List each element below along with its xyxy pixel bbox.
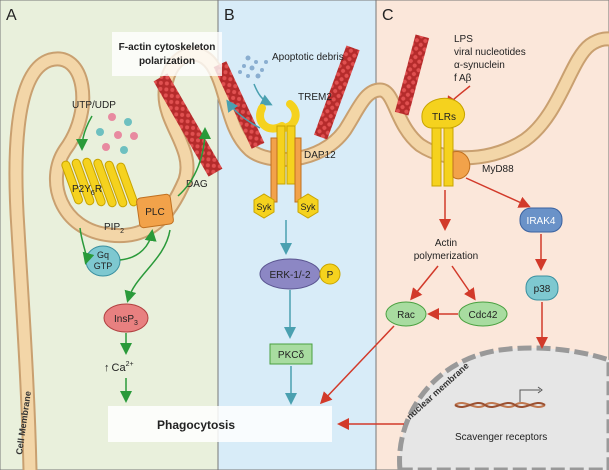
- actin-label-line1: Actin: [435, 238, 457, 249]
- ligand-synuclein: α-synuclein: [454, 60, 505, 71]
- arrow-gq-plc: [119, 229, 157, 261]
- plc-box: [136, 193, 174, 229]
- rac-node: [385, 301, 427, 327]
- p38-label: p38: [534, 284, 551, 295]
- dna-helix: [454, 386, 546, 408]
- pkc-label: PKCδ: [278, 350, 305, 361]
- syk-left-label: Syk: [256, 202, 272, 212]
- pkc-box: [269, 343, 313, 365]
- irak4-box: [519, 207, 563, 233]
- ca-label: ↑Ca2+: [104, 361, 134, 374]
- phagocytosis-label: Phagocytosis: [157, 418, 235, 432]
- utp-udp-label: UTP/UDP: [72, 100, 116, 111]
- arrow-p2y6r-gq: [79, 227, 95, 265]
- arrow-myd88-irak4: [465, 177, 531, 208]
- irak4-label: IRAK4: [527, 216, 556, 227]
- pip2-label: PIP2: [104, 222, 124, 235]
- actin-label-line2: polymerization: [414, 251, 478, 262]
- panel-letter-a: A: [6, 7, 17, 24]
- arrow-plc-insp3: [124, 229, 171, 303]
- p38-box: [525, 275, 559, 301]
- p2y6r-receptor: [61, 157, 138, 208]
- trem2-receptor: [256, 100, 300, 185]
- arrow-pip2-dag: [177, 127, 211, 197]
- syk-right-label: Syk: [300, 202, 316, 212]
- panel-letter-b: B: [224, 7, 235, 24]
- plc-label: PLC: [145, 207, 164, 218]
- gq-label-line2: GTP: [94, 261, 113, 271]
- ligand-fab: f Aβ: [454, 73, 472, 84]
- factin-label-line2: polarization: [139, 56, 195, 67]
- erk-label: ERK-1/-2: [269, 270, 311, 281]
- tlr-receptor: [421, 97, 471, 187]
- phospho-node: [319, 263, 341, 285]
- apoptotic-debris-label: Apoptotic debris: [272, 52, 344, 63]
- syk-left: [253, 193, 275, 219]
- arrow-actin-rac: [410, 265, 439, 301]
- cdc42-label: Cdc42: [469, 310, 498, 321]
- myd88-label: MyD88: [482, 164, 514, 175]
- rac-label: Rac: [397, 310, 415, 321]
- apoptotic-debris: [238, 55, 268, 79]
- factin-arrow: [226, 99, 261, 129]
- syk-right: [297, 193, 319, 219]
- panel-b-bg: [217, 0, 377, 470]
- phagocytosis-box: [108, 406, 332, 442]
- tlr-label: TLRs: [432, 112, 456, 123]
- f-actin-bundles: [153, 34, 430, 177]
- nucleotide-dots: [96, 113, 138, 154]
- insp3-label: InsP3: [114, 314, 138, 327]
- arrow-debris-trem2: [253, 83, 273, 106]
- dag-label: DAG: [186, 179, 208, 190]
- arrow-rac-phago: [319, 325, 395, 405]
- cdc42-node: [458, 301, 508, 327]
- arrow-actin-cdc42: [451, 265, 476, 301]
- insp3-node: [103, 303, 149, 333]
- factin-label-line1: F-actin cytoskeleton: [119, 42, 216, 53]
- panel-letter-c: C: [382, 7, 394, 24]
- phospho-label: P: [327, 270, 334, 281]
- p2y6r-label: P2Y6R: [72, 184, 102, 197]
- factin-label-box: [112, 32, 222, 76]
- ligand-lps: LPS: [454, 34, 473, 45]
- trem2-label: TREM2: [298, 92, 332, 103]
- gq-label-line1: Gq: [97, 250, 109, 260]
- ligand-viral: viral nucleotides: [454, 47, 526, 58]
- nucleus: [397, 345, 609, 470]
- dap12-label: DAP12: [304, 150, 336, 161]
- scavenger-label: Scavenger receptors: [455, 432, 547, 443]
- utp-arrow: [76, 115, 93, 151]
